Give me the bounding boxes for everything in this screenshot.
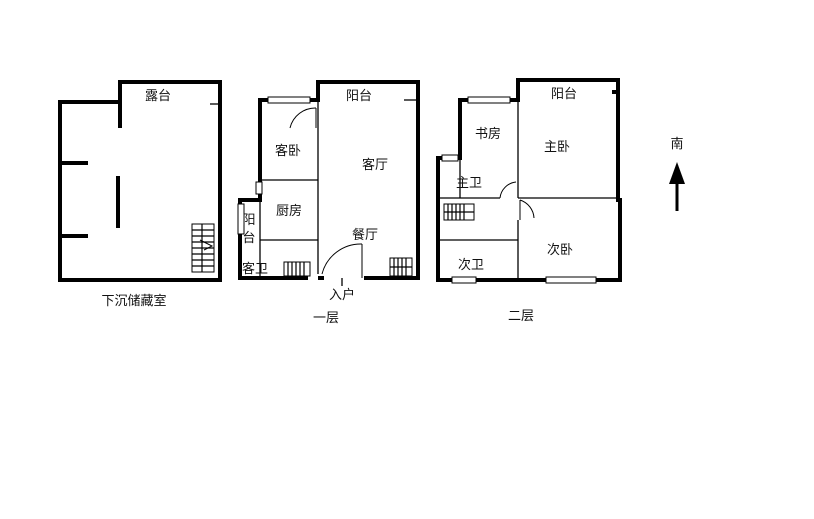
room-label-terrace: 露台 <box>145 89 171 104</box>
first-door-swing <box>289 107 317 129</box>
room-label-master-bedroom: 主卧 <box>544 140 570 155</box>
second-window <box>467 96 511 104</box>
basement-caption: 下沉储藏室 <box>101 293 166 309</box>
first-stairs-left <box>283 261 311 277</box>
room-label-study: 书房 <box>475 126 501 142</box>
compass: 南 <box>669 136 685 211</box>
entrance-door-swing <box>321 243 363 275</box>
room-label-second-bathroom: 次卫 <box>458 257 484 273</box>
first-outer-wall-left <box>238 98 320 280</box>
room-label-balcony: 阳台 <box>551 87 577 102</box>
north-arrow-icon <box>669 162 685 184</box>
second-floor-caption: 二层 <box>508 309 534 324</box>
room-label-side-balcony-1: 阳 <box>242 213 255 228</box>
second-window <box>545 276 597 284</box>
basement-stairs <box>191 223 215 273</box>
basement-plan: 露台 下沉储藏室 <box>58 80 222 309</box>
basement-outer-wall <box>58 80 222 282</box>
room-label-master-bathroom: 主卫 <box>456 176 482 191</box>
first-window <box>237 203 245 235</box>
room-label-dining-room: 餐厅 <box>352 227 378 243</box>
first-balcony-wall <box>316 80 420 102</box>
room-label-kitchen: 厨房 <box>276 203 302 219</box>
second-stairs <box>443 203 475 221</box>
first-window <box>267 96 311 104</box>
first-floor-plan: 阳台 客卧 客厅 厨房 阳 台 餐厅 客卫 入户 一层 <box>237 80 420 326</box>
room-label-balcony: 阳台 <box>346 89 372 104</box>
room-label-side-balcony-2: 台 <box>242 231 255 246</box>
room-label-guest-bedroom: 客卧 <box>275 143 301 159</box>
first-window <box>255 181 263 195</box>
second-door-swing <box>499 181 517 199</box>
second-window <box>451 276 477 284</box>
room-label-second-bedroom: 次卧 <box>547 242 573 258</box>
entrance-label: 入户 <box>329 287 355 303</box>
first-stairs-right <box>389 257 413 277</box>
second-window <box>441 154 459 162</box>
compass-label: 南 <box>670 136 683 152</box>
second-floor-plan: 阳台 书房 主卧 主卫 次卧 次卫 二层 <box>436 78 622 324</box>
second-door-swing <box>519 199 535 219</box>
room-label-guest-bathroom: 客卫 <box>242 261 268 277</box>
room-label-living-room: 客厅 <box>362 157 388 173</box>
first-floor-caption: 一层 <box>313 311 339 326</box>
second-outer-wall <box>436 98 622 282</box>
